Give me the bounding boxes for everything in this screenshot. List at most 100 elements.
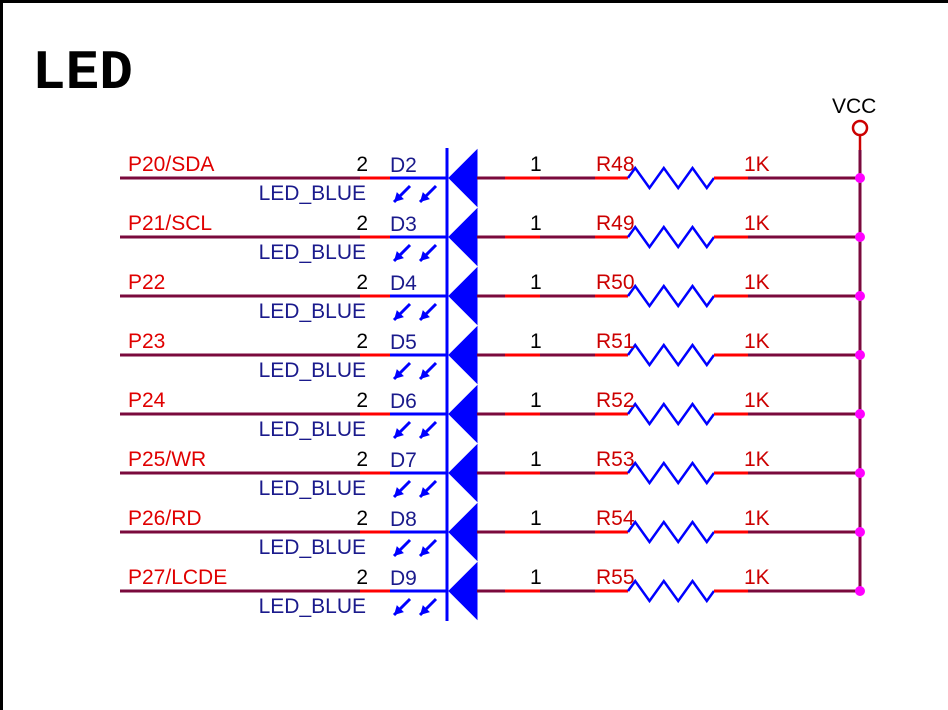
diode-value: LED_BLUE <box>259 300 366 323</box>
pin-number-1: 1 <box>530 389 542 412</box>
resistor-ref: R54 <box>596 507 635 530</box>
resistor-zigzag <box>626 519 716 545</box>
net-label: P26/RD <box>128 507 202 530</box>
diode-ref: D9 <box>390 567 417 590</box>
vcc-power-symbol: VCC <box>832 95 876 150</box>
net-label: P27/LCDE <box>128 566 227 589</box>
diode-value: LED_BLUE <box>259 595 366 618</box>
junction-dot <box>855 586 865 596</box>
resistor-ref: R48 <box>596 153 635 176</box>
resistor-ref: R53 <box>596 448 635 471</box>
net-label: P25/WR <box>128 448 206 471</box>
diode-value: LED_BLUE <box>259 359 366 382</box>
resistor-value: 1K <box>744 330 770 353</box>
emission-arrow-icon <box>392 302 412 322</box>
junction-dot <box>855 527 865 537</box>
resistor-ref: R51 <box>596 330 635 353</box>
emission-arrow-icon <box>418 597 438 617</box>
resistor-value: 1K <box>744 153 770 176</box>
junction-dot <box>855 350 865 360</box>
diode-ref: D7 <box>390 449 417 472</box>
diode-triangle <box>448 561 478 621</box>
resistor-zigzag <box>626 283 716 309</box>
emission-arrow-icon <box>392 243 412 263</box>
diode-triangle <box>448 207 478 267</box>
diode-triangle <box>448 148 478 208</box>
diode-ref: D5 <box>390 331 417 354</box>
junction-dot <box>855 173 865 183</box>
pin-number-2: 2 <box>356 389 368 412</box>
emission-arrow-icon <box>418 479 438 499</box>
net-label: P22 <box>128 271 165 294</box>
diode-triangle <box>448 325 478 385</box>
resistor-value: 1K <box>744 507 770 530</box>
emission-arrow-icon <box>418 302 438 322</box>
junction-dot <box>855 291 865 301</box>
emission-arrow-icon <box>418 243 438 263</box>
diode-ref: D6 <box>390 390 417 413</box>
resistor-zigzag <box>626 578 716 604</box>
vcc-terminal <box>851 119 869 137</box>
pin-number-1: 1 <box>530 212 542 235</box>
emission-arrow-icon <box>418 420 438 440</box>
diode-ref: D4 <box>390 272 417 295</box>
emission-arrow-icon <box>418 184 438 204</box>
diode-value: LED_BLUE <box>259 536 366 559</box>
pin-number-1: 1 <box>530 566 542 589</box>
diode-ref: D3 <box>390 213 417 236</box>
emission-arrow-icon <box>418 538 438 558</box>
resistor-zigzag <box>626 342 716 368</box>
net-label: P20/SDA <box>128 153 214 176</box>
emission-arrow-icon <box>392 420 412 440</box>
emission-arrow-icon <box>392 361 412 381</box>
pin-number-1: 1 <box>530 507 542 530</box>
diode-value: LED_BLUE <box>259 418 366 441</box>
junction-dot <box>855 232 865 242</box>
diode-triangle <box>448 266 478 326</box>
sheet-title: LED <box>32 41 133 105</box>
resistor-value: 1K <box>744 389 770 412</box>
resistor-ref: R49 <box>596 212 635 235</box>
emission-arrow-icon <box>392 184 412 204</box>
net-label: P21/SCL <box>128 212 212 235</box>
resistor-value: 1K <box>744 566 770 589</box>
pin-number-2: 2 <box>356 153 368 176</box>
net-label: P24 <box>128 389 166 412</box>
resistor-value: 1K <box>744 448 770 471</box>
pin-number-1: 1 <box>530 330 542 353</box>
resistor-value: 1K <box>744 212 770 235</box>
diode-ref: D2 <box>390 154 417 177</box>
pin-number-2: 2 <box>356 507 368 530</box>
pin-number-2: 2 <box>356 448 368 471</box>
diode-value: LED_BLUE <box>259 477 366 500</box>
emission-arrow-icon <box>392 538 412 558</box>
resistor-zigzag <box>626 165 716 191</box>
junction-dot <box>855 409 865 419</box>
junction-dot <box>855 468 865 478</box>
pin-number-1: 1 <box>530 448 542 471</box>
resistor-zigzag <box>626 224 716 250</box>
diode-ref: D8 <box>390 508 417 531</box>
pin-number-1: 1 <box>530 271 542 294</box>
diode-triangle <box>448 502 478 562</box>
emission-arrow-icon <box>418 361 438 381</box>
resistor-ref: R50 <box>596 271 635 294</box>
resistor-ref: R52 <box>596 389 635 412</box>
resistor-ref: R55 <box>596 566 635 589</box>
pin-number-2: 2 <box>356 330 368 353</box>
pin-number-2: 2 <box>356 212 368 235</box>
resistor-value: 1K <box>744 271 770 294</box>
emission-arrow-icon <box>392 479 412 499</box>
pin-number-2: 2 <box>356 566 368 589</box>
diode-triangle <box>448 384 478 444</box>
net-label: P23 <box>128 330 165 353</box>
